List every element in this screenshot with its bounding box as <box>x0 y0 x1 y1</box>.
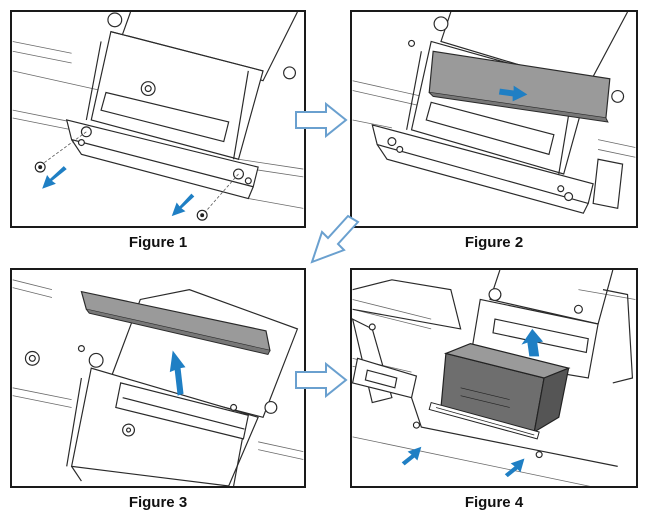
screw-icon <box>196 209 208 221</box>
blue-arrow-icon <box>521 328 544 357</box>
blue-arrow-icon <box>171 193 195 217</box>
figure-1-illustration <box>12 12 304 214</box>
blue-arrow-icon <box>498 85 528 102</box>
figure-3-illustration <box>12 279 304 486</box>
blue-arrow-icon <box>504 458 525 478</box>
cover-plate <box>428 50 611 123</box>
figure-4-panel <box>350 268 638 488</box>
figure-2-caption: Figure 2 <box>464 234 524 251</box>
blue-arrow-icon <box>401 446 422 466</box>
screw-icon <box>413 421 420 429</box>
figure-3-panel <box>10 268 306 488</box>
module-box <box>428 343 571 440</box>
cover-plate <box>80 290 271 356</box>
figure-2-panel <box>350 10 638 228</box>
figure-4-caption: Figure 4 <box>464 494 524 511</box>
blue-arrow-icon <box>169 350 186 396</box>
figure-3-caption: Figure 3 <box>128 494 188 511</box>
figure-1-caption: Figure 1 <box>128 234 188 251</box>
screw-icon <box>34 161 46 173</box>
blue-arrow-icon <box>42 166 67 189</box>
figure-1-panel <box>10 10 306 228</box>
